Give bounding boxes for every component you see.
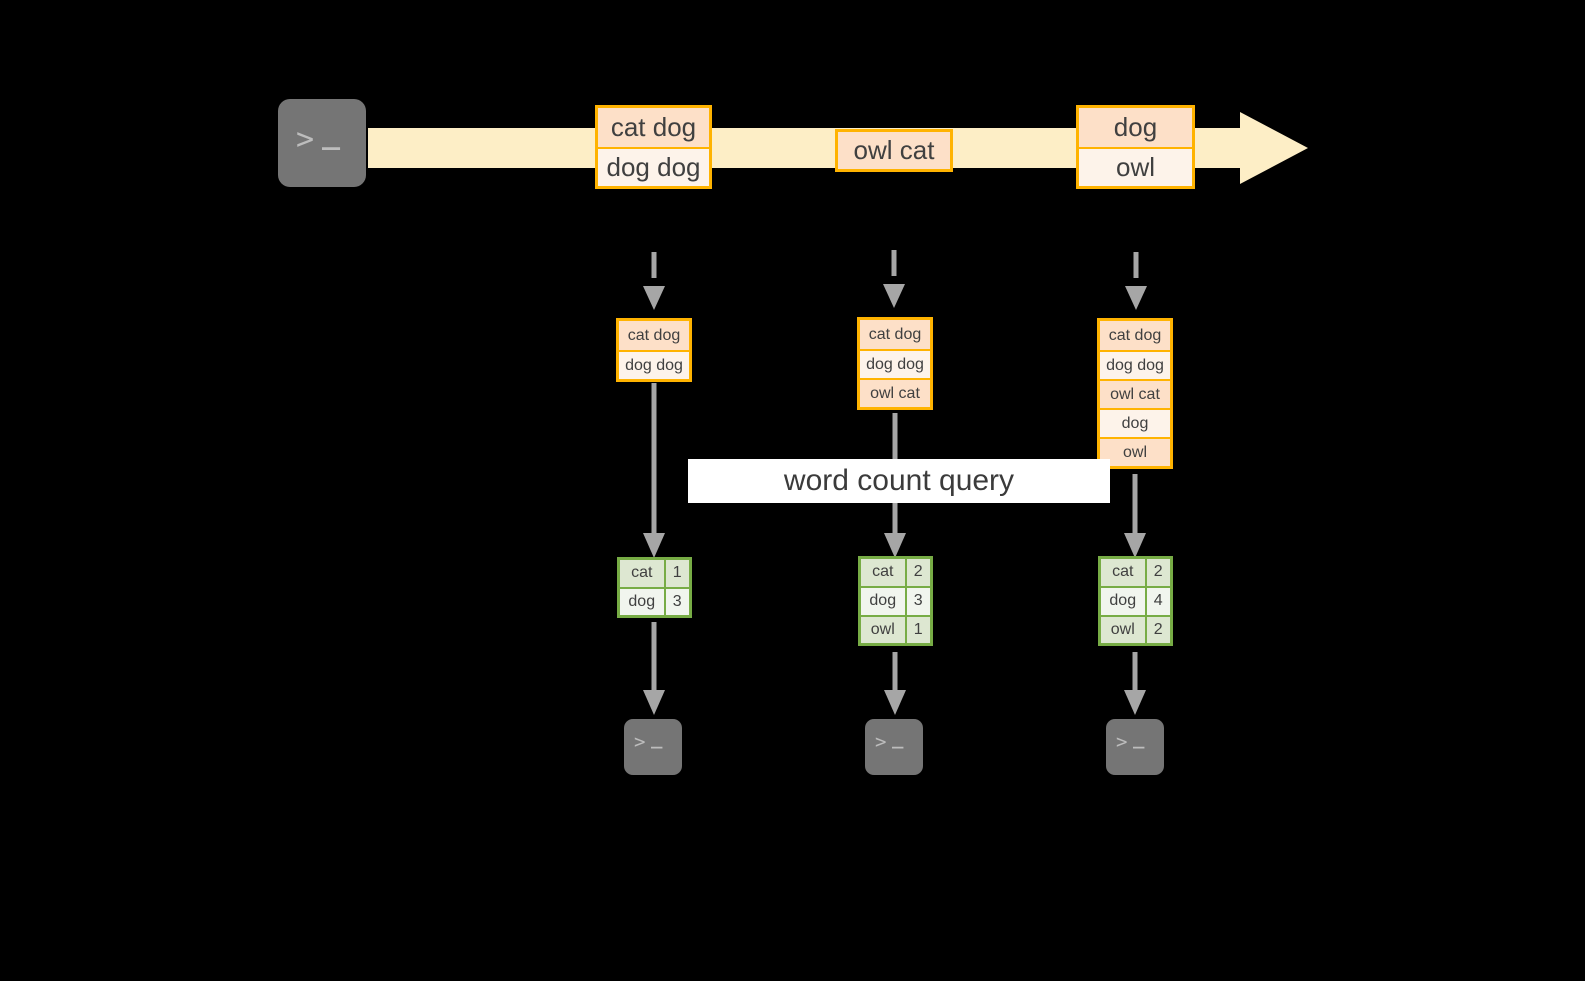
tap-arrow-2-icon	[882, 250, 906, 312]
count-cell: 2	[1145, 614, 1172, 645]
query-arrow-1-icon	[643, 383, 665, 560]
log-line: dog dog	[860, 349, 930, 378]
log-line: owl cat	[1100, 379, 1170, 408]
stream-event-group-1[interactable]: cat dog dog dog	[595, 105, 712, 189]
terminal-cursor-glyph: _	[892, 727, 904, 749]
sink-arrow-3-icon	[1124, 652, 1146, 717]
word-cell: cat	[1099, 557, 1147, 587]
query-label: word count query	[783, 464, 1015, 497]
snapshot-1-sink-terminal-icon[interactable]: > _	[615, 710, 691, 784]
stream-event-group-3[interactable]: dog owl	[1076, 105, 1195, 189]
sink-arrow-1-icon	[643, 622, 665, 717]
log-line: dog	[1079, 108, 1192, 147]
word-cell: cat	[859, 557, 907, 587]
stream-event-group-2[interactable]: owl cat	[835, 129, 953, 172]
snapshot-1-result-table[interactable]: cat 1 dog 3	[617, 557, 692, 618]
log-line: owl	[1100, 437, 1170, 466]
tap-arrow-1-icon	[642, 252, 666, 314]
count-cell: 2	[905, 557, 932, 587]
snapshot-3-result-table[interactable]: cat 2 dog 4 owl 2	[1098, 556, 1173, 646]
table-row: owl 1	[859, 614, 932, 645]
snapshot-3-sink-terminal-icon[interactable]: > _	[1097, 710, 1173, 784]
terminal-prompt-glyph: >	[296, 122, 315, 157]
count-cell: 1	[905, 614, 932, 645]
log-line: dog dog	[619, 350, 689, 379]
snapshot-2-log[interactable]: cat dog dog dog owl cat	[857, 317, 933, 410]
log-line: dog dog	[1100, 350, 1170, 379]
log-line: owl cat	[838, 132, 950, 169]
sink-arrow-2-icon	[884, 652, 906, 717]
terminal-cursor-glyph: _	[322, 116, 341, 151]
log-line: cat dog	[598, 108, 709, 147]
snapshot-1-log[interactable]: cat dog dog dog	[616, 318, 692, 382]
word-cell: cat	[618, 558, 666, 588]
snapshot-2-sink-terminal-icon[interactable]: > _	[856, 710, 932, 784]
count-cell: 4	[1145, 585, 1172, 616]
count-cell: 2	[1145, 557, 1172, 587]
word-cell: dog	[859, 585, 907, 616]
table-row: cat 1	[618, 558, 691, 588]
word-cell: owl	[1099, 614, 1147, 645]
log-line: dog	[1100, 408, 1170, 437]
log-line: dog dog	[598, 147, 709, 186]
count-cell: 3	[905, 585, 932, 616]
log-line: cat dog	[860, 320, 930, 349]
count-cell: 3	[664, 586, 691, 617]
terminal-cursor-glyph: _	[1133, 727, 1145, 749]
count-cell: 1	[664, 558, 691, 588]
snapshot-3-log[interactable]: cat dog dog dog owl cat dog owl	[1097, 318, 1173, 469]
word-cell: dog	[1099, 585, 1147, 616]
query-band: word count query	[688, 459, 1110, 503]
log-line: owl cat	[860, 378, 930, 407]
word-cell: dog	[618, 586, 666, 617]
terminal-prompt-glyph: >	[875, 731, 887, 753]
terminal-prompt-glyph: >	[1116, 731, 1128, 753]
tap-arrow-3-icon	[1124, 252, 1148, 314]
snapshot-2-result-table[interactable]: cat 2 dog 3 owl 1	[858, 556, 933, 646]
source-terminal-icon[interactable]: > _	[269, 90, 375, 196]
table-row: cat 2	[1099, 557, 1172, 587]
terminal-cursor-glyph: _	[651, 727, 663, 749]
table-row: dog 3	[618, 586, 691, 617]
log-line: owl	[1079, 147, 1192, 186]
table-row: owl 2	[1099, 614, 1172, 645]
log-line: cat dog	[619, 321, 689, 350]
terminal-prompt-glyph: >	[634, 731, 646, 753]
word-cell: owl	[859, 614, 907, 645]
table-row: cat 2	[859, 557, 932, 587]
table-row: dog 3	[859, 585, 932, 616]
log-line: cat dog	[1100, 321, 1170, 350]
query-arrow-3-icon	[1124, 474, 1146, 560]
table-row: dog 4	[1099, 585, 1172, 616]
